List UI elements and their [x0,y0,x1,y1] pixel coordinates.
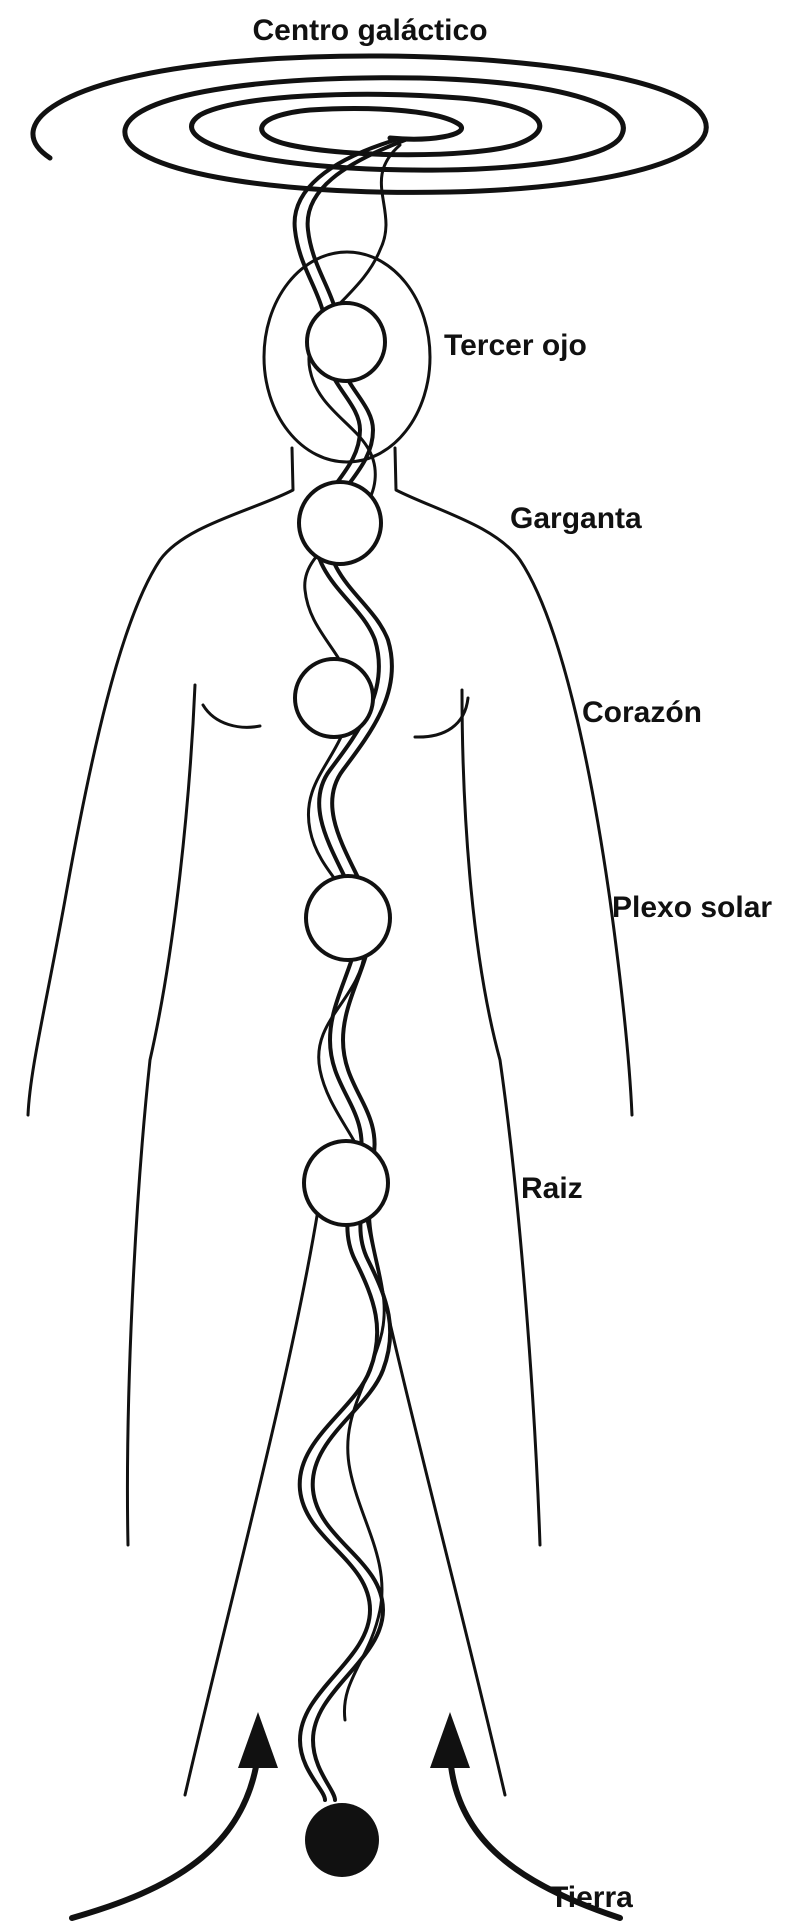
label-heart: Corazón [582,696,702,729]
leg-left [185,1210,318,1795]
arrow-left [72,1712,278,1918]
chakra-third-eye [307,303,385,381]
chakra-throat [299,482,381,564]
label-throat: Garganta [510,502,642,535]
label-root: Raiz [521,1172,583,1205]
body-outline-right [395,448,632,1115]
chakra-solar-plexus [306,876,390,960]
label-galactic-center: Centro galáctico [252,14,487,47]
galactic-spiral [33,56,706,192]
chakra-heart [295,659,373,737]
torso-right [462,690,540,1545]
torso-left [127,685,195,1545]
chest-line-right [415,698,468,737]
label-third-eye: Tercer ojo [444,329,587,362]
chest-line-left [203,705,260,727]
label-solar-plexus: Plexo solar [612,891,772,924]
earth-ball [305,1803,379,1877]
chakra-root [304,1141,388,1225]
label-earth: Tierra [550,1881,633,1914]
energy-channel [295,140,405,1800]
